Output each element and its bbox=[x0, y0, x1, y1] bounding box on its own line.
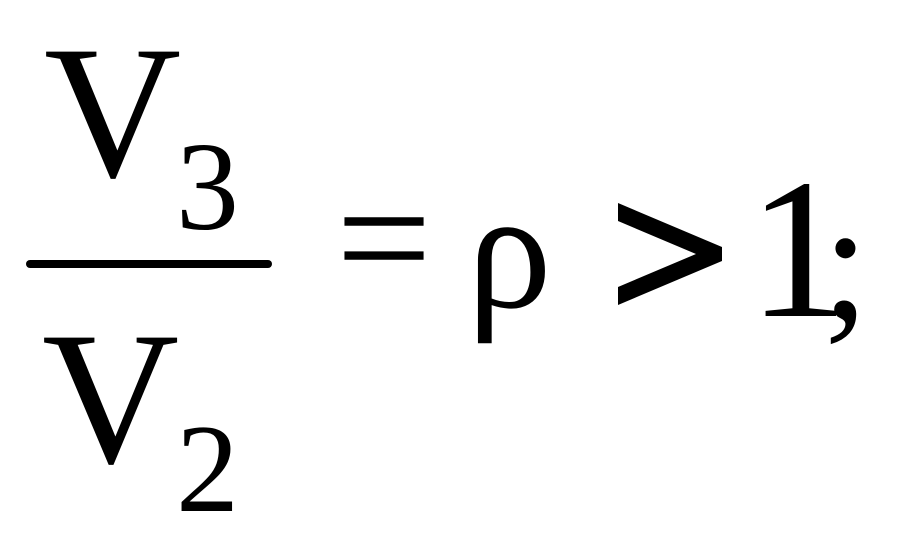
numerator-subscript: 3 bbox=[176, 118, 239, 257]
fraction-bar bbox=[26, 260, 272, 268]
greater-than-sign bbox=[618, 203, 722, 305]
numerator-symbol: V bbox=[44, 8, 182, 218]
denominator-subscript: 2 bbox=[176, 400, 239, 539]
rho-symbol: ρ bbox=[467, 156, 552, 344]
greater-than-text: > bbox=[0, 0, 1, 1]
equals-sign: = bbox=[336, 144, 432, 332]
denominator-symbol: V bbox=[42, 294, 180, 504]
semicolon: ; bbox=[822, 167, 870, 355]
digit-one: 1 bbox=[748, 139, 848, 360]
